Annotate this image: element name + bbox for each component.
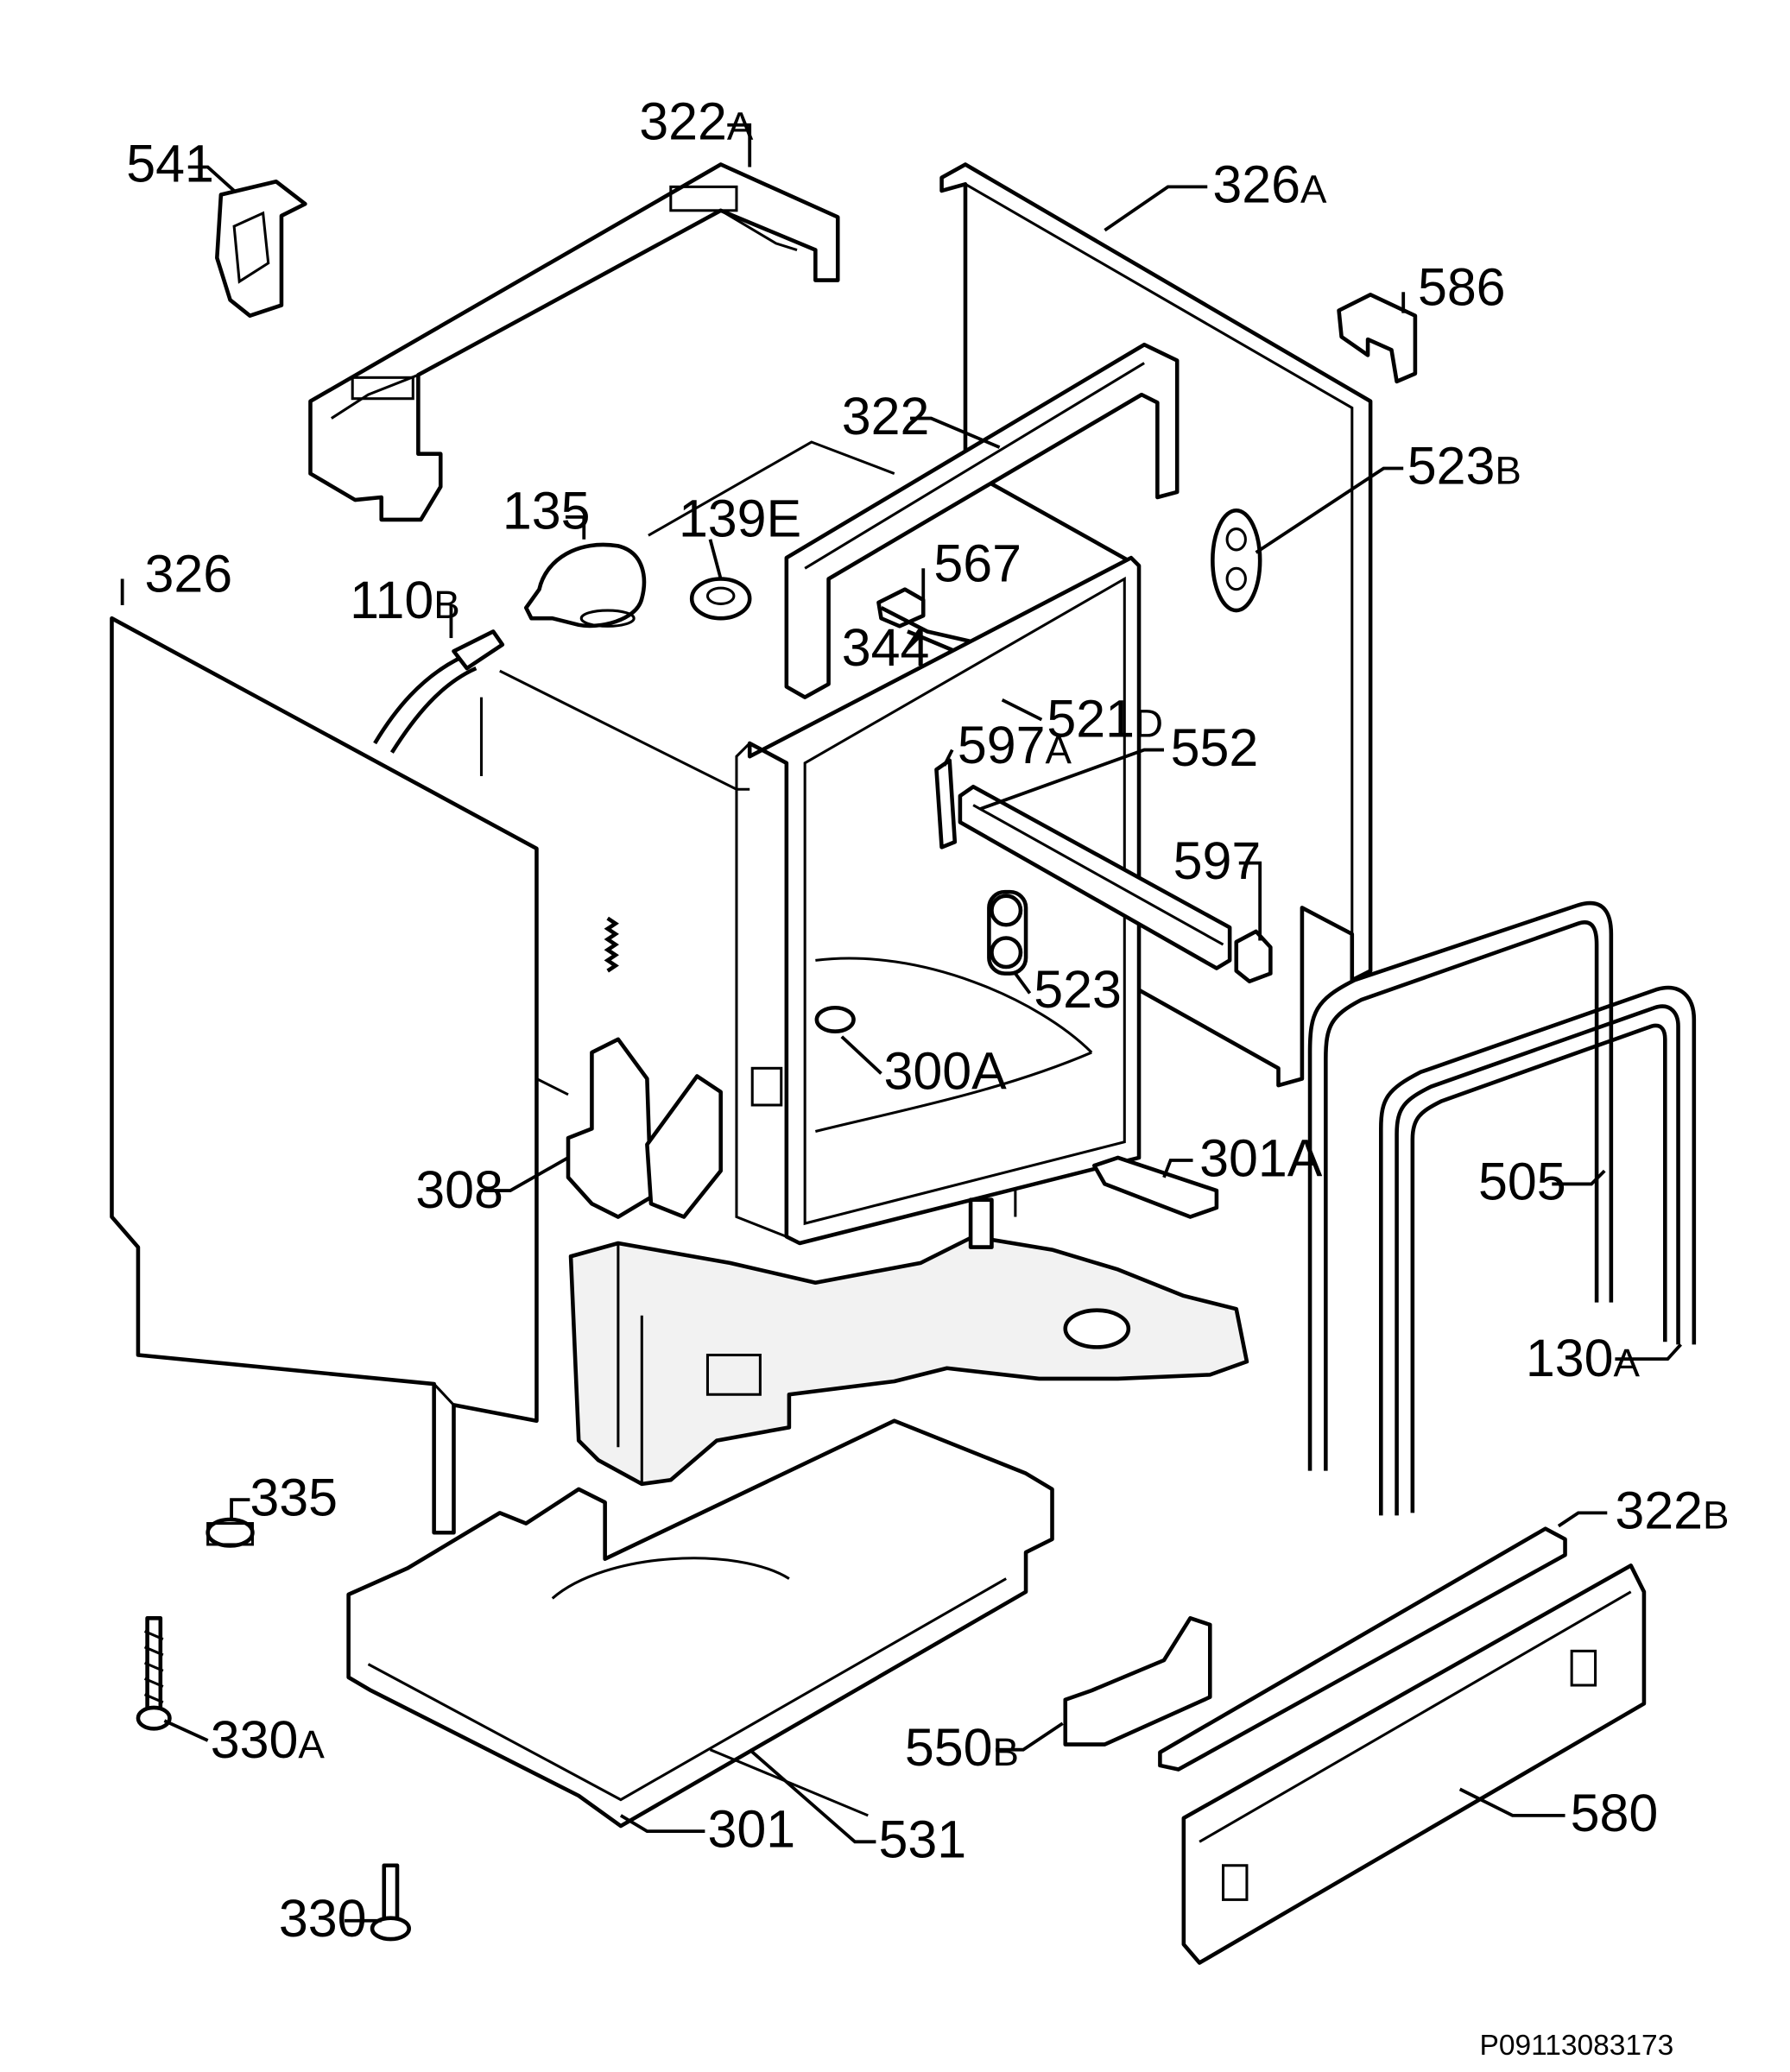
label-330: 330 [279, 1889, 367, 1948]
part-541-clip [215, 180, 307, 318]
leader-lines [120, 123, 1682, 1923]
label-335: 335 [250, 1468, 338, 1526]
label-523b: 523B [1407, 437, 1521, 496]
label-344: 344 [842, 618, 930, 677]
label-597a: 597A [958, 716, 1072, 774]
label-300a: 300A [884, 1042, 1008, 1101]
label-505: 505 [1478, 1153, 1566, 1211]
part-301a-bracket [1091, 1155, 1219, 1219]
label-523: 523 [1034, 960, 1122, 1019]
part-523-grommet [987, 889, 1028, 976]
part-326-side-panel [110, 616, 539, 1535]
part-597a-clip [934, 758, 958, 850]
part-597-clip [1234, 929, 1273, 984]
part-330-screw [370, 1863, 411, 1942]
label-326: 326 [145, 545, 233, 603]
label-552: 552 [1171, 718, 1259, 777]
part-322-frame-bracket [784, 342, 1180, 699]
label-541: 541 [126, 134, 214, 193]
label-110b: 110B [350, 571, 460, 629]
part-130a-seal [1379, 985, 1697, 1516]
base-frame [568, 1197, 1249, 1487]
part-308-hinge [566, 916, 723, 1219]
part-505-seal [1307, 901, 1614, 1471]
part-550b-bracket [1063, 1616, 1212, 1747]
label-580: 580 [1571, 1784, 1659, 1842]
part-110b-hose [373, 629, 505, 754]
label-597: 597 [1173, 831, 1262, 890]
label-586: 586 [1418, 258, 1506, 317]
label-531: 531 [878, 1810, 966, 1869]
part-322b-lower-rail [1158, 1526, 1567, 1772]
part-labels: 541 322A 326A 586 322 523B 135 139E 567 … [126, 92, 1729, 2063]
part-322a-top-bracket [308, 162, 840, 522]
label-130a: 130A [1526, 1329, 1641, 1387]
label-308: 308 [415, 1160, 503, 1219]
label-322: 322 [842, 387, 930, 445]
part-139e-nut [689, 577, 752, 621]
part-586-bracket [1337, 293, 1418, 384]
label-326a: 326A [1212, 155, 1327, 214]
label-322b: 322B [1615, 1481, 1729, 1540]
part-330a-screw [136, 1616, 172, 1731]
part-523b-grommet [1211, 508, 1262, 613]
label-521d: 521D [1047, 689, 1163, 748]
part-567-clip [876, 587, 926, 629]
label-301: 301 [707, 1799, 795, 1858]
label-322a: 322A [639, 92, 754, 151]
label-330a: 330A [211, 1710, 326, 1769]
label-139e: 139E [679, 490, 801, 548]
tub-front-frame [735, 555, 1142, 1246]
part-580-kick-plate [1181, 1563, 1647, 1965]
part-135-dispenser [523, 542, 647, 629]
part-326a-frame-panel [939, 162, 1373, 1088]
label-567: 567 [933, 534, 1022, 593]
part-335-nut [206, 1517, 255, 1548]
drawing-code: P09113083173 [1480, 2030, 1674, 2062]
label-550b: 550B [905, 1718, 1019, 1777]
label-301a: 301A [1199, 1128, 1323, 1187]
label-135: 135 [503, 482, 591, 540]
part-552-rail [958, 784, 1232, 970]
